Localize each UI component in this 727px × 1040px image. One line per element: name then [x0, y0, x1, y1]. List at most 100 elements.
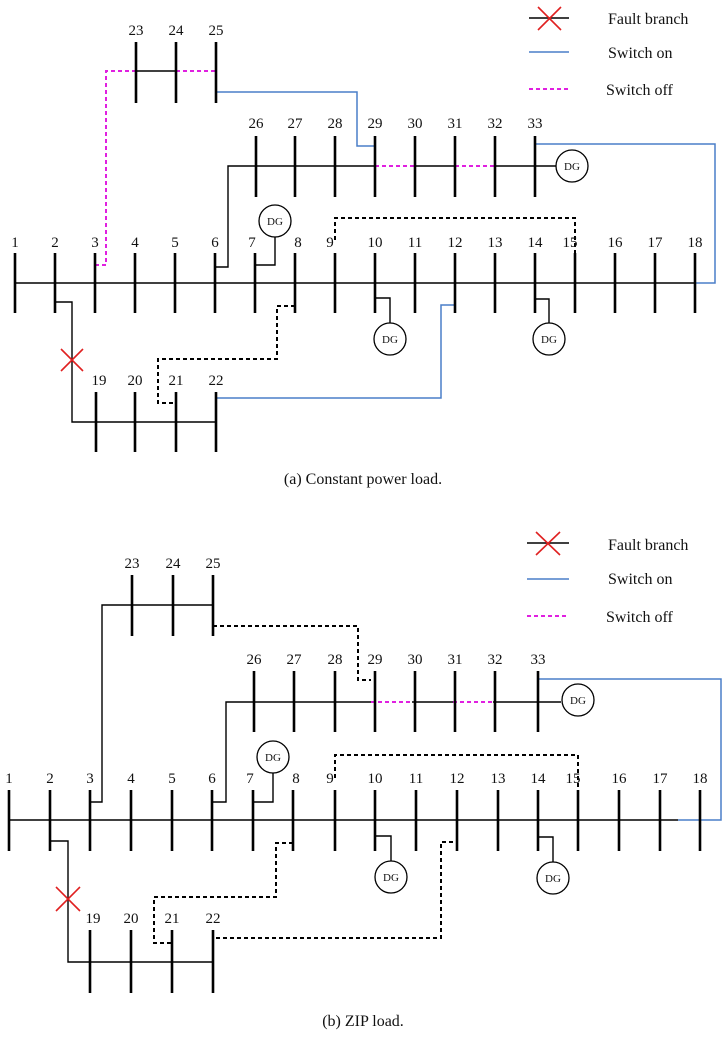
fault-x-icon-stroke [60, 348, 84, 372]
bus-label-33: 33 [531, 652, 546, 668]
bus-label-13: 13 [488, 235, 503, 251]
dg-10-connector [375, 297, 391, 324]
bus-label-29: 29 [368, 652, 383, 668]
bus-label-23: 23 [125, 556, 140, 572]
fault-marker-a [60, 348, 84, 372]
bus-label-6: 6 [208, 771, 216, 787]
bus-label-26: 26 [249, 116, 265, 132]
panel-b: Fault branch Switch on Switch off DG [5, 531, 722, 1030]
open-tie-25-29-b [213, 625, 371, 681]
bus-label-12: 12 [448, 235, 463, 251]
panel-a: Fault branch Switch on Switch off [11, 6, 716, 488]
bus-label-19: 19 [86, 911, 101, 927]
bus-label-5: 5 [168, 771, 176, 787]
bus-label-31: 31 [448, 652, 463, 668]
bus-label-20: 20 [128, 373, 143, 389]
switch-on-12-22-a [216, 304, 455, 399]
bus-label-17: 17 [648, 235, 664, 251]
bus-label-8: 8 [292, 771, 300, 787]
dg-14-connector [535, 298, 550, 324]
dg-7-b: DG [253, 740, 290, 803]
bus-label-9: 9 [326, 771, 334, 787]
dg-33-a: DG [555, 149, 589, 183]
dg-label: DG [564, 161, 580, 173]
bus-label-25: 25 [206, 556, 221, 572]
bus-label-13: 13 [491, 771, 506, 787]
bus-label-14: 14 [531, 771, 547, 787]
lateral-6-26-b [212, 701, 371, 803]
dg-14-connector [538, 836, 554, 862]
bus-label-31: 31 [448, 116, 463, 132]
bus-label-2: 2 [51, 235, 59, 251]
bus-label-17: 17 [653, 771, 669, 787]
legend-switch-on-label: Switch on [608, 571, 672, 588]
bus-label-15: 15 [563, 235, 578, 251]
bus-label-3: 3 [91, 235, 99, 251]
bus-label-1: 1 [11, 235, 19, 251]
dg-label: DG [265, 752, 281, 764]
open-tie-12-22-b [213, 841, 453, 939]
bus-label-21: 21 [169, 373, 184, 389]
bus-label-9: 9 [326, 235, 334, 251]
dg-label: DG [570, 695, 586, 707]
bus-label-21: 21 [165, 911, 180, 927]
bus-label-10: 10 [368, 235, 383, 251]
switch-on-18-33-a [535, 143, 716, 284]
dg-label: DG [383, 872, 399, 884]
open-tie-8-21-b [153, 842, 293, 944]
bus-label-32: 32 [488, 652, 503, 668]
legend-fault-label: Fault branch [608, 537, 688, 554]
caption-a: (a) Constant power load. [284, 471, 442, 488]
lateral-3-23-b [90, 604, 213, 803]
bus-label-19: 19 [92, 373, 107, 389]
bus-label-25: 25 [209, 23, 224, 39]
bus-label-11: 11 [408, 235, 422, 251]
fault-marker-b [55, 886, 81, 912]
bus-label-29: 29 [368, 116, 383, 132]
bus-label-7: 7 [246, 771, 254, 787]
bus-label-7: 7 [248, 235, 256, 251]
dg-circle-icon [555, 149, 589, 183]
dg-7-connector [255, 237, 276, 266]
dg-circle-icon [258, 204, 292, 238]
dg-circle-icon [536, 861, 570, 895]
legend-fault-x-icon-stroke [535, 531, 561, 556]
bus-label-22: 22 [209, 373, 224, 389]
bus-label-23: 23 [129, 23, 144, 39]
dg-14-b: DG [536, 836, 570, 895]
dg-10-b: DG [374, 835, 408, 894]
dg-label: DG [545, 873, 561, 885]
legend-switch-off-label: Switch off [606, 609, 673, 626]
bus-label-20: 20 [124, 911, 139, 927]
switch-off-3-23-a [95, 70, 136, 266]
fault-x-icon-stroke [55, 886, 81, 912]
legend-a: Fault branch Switch on Switch off [529, 6, 688, 99]
dg-circle-icon [532, 322, 566, 356]
busbars-b [7, 575, 702, 993]
bus-label-16: 16 [612, 771, 628, 787]
bus-label-18: 18 [688, 235, 703, 251]
legend-b: Fault branch Switch on Switch off [527, 531, 688, 626]
dg-10-a: DG [373, 297, 407, 356]
dg-label: DG [382, 334, 398, 346]
lateral-6-26-a [215, 165, 375, 268]
caption-b: (b) ZIP load. [322, 1013, 404, 1030]
bus-label-5: 5 [171, 235, 179, 251]
dg-14-a: DG [532, 298, 566, 356]
bus-label-30: 30 [408, 116, 423, 132]
bus-label-27: 27 [287, 652, 303, 668]
dg-label: DG [541, 334, 557, 346]
bus-label-12: 12 [450, 771, 465, 787]
legend-switch-off-label: Switch off [606, 82, 673, 99]
bus-label-24: 24 [166, 556, 182, 572]
open-tie-9-15-a [334, 217, 576, 262]
bus-label-24: 24 [169, 23, 185, 39]
bus-label-30: 30 [408, 652, 423, 668]
bus-label-32: 32 [488, 116, 503, 132]
lateral-2-19-a [55, 301, 216, 423]
open-tie-8-21-a [157, 305, 295, 404]
lateral-2-19-b [50, 840, 213, 963]
legend-fault-x-icon-stroke [537, 6, 562, 31]
